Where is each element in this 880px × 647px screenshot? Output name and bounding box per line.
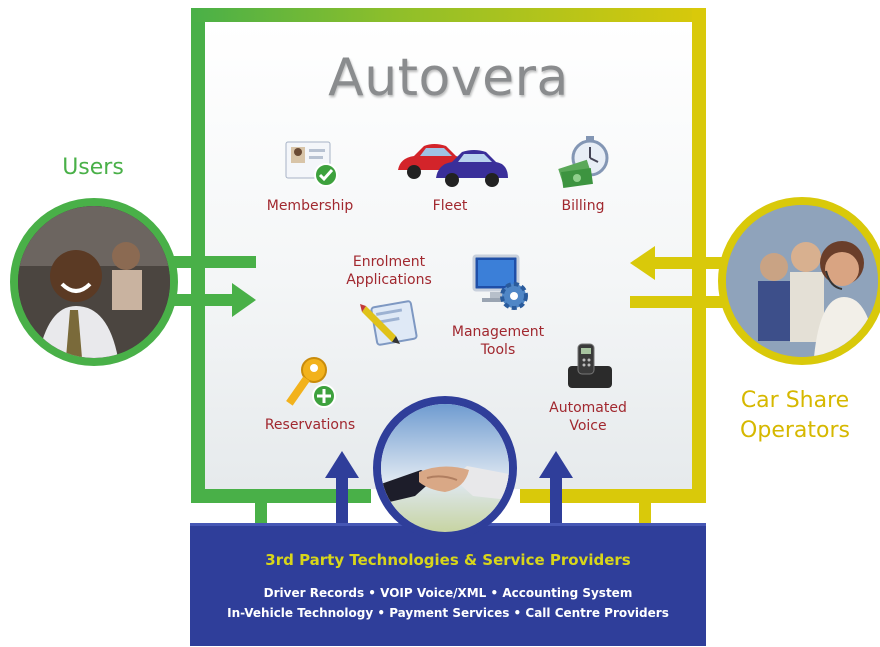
enrolment-pen-icon bbox=[360, 296, 422, 350]
automated-voice-phone-icon bbox=[564, 342, 616, 392]
arrow-blue-up-left bbox=[325, 451, 359, 530]
providers-panel bbox=[190, 523, 706, 646]
fleet-label: Fleet bbox=[432, 198, 468, 214]
page-title: Autovera bbox=[328, 48, 569, 108]
operators-label-line1: Car Share bbox=[740, 388, 850, 413]
membership-label: Membership bbox=[266, 198, 354, 214]
frame-bottom-left-edge bbox=[191, 489, 371, 503]
management-label: Management Tools bbox=[438, 323, 558, 359]
fleet-cars-icon bbox=[394, 136, 512, 190]
providers-line-1: Driver Records • VOIP Voice/XML • Accoun… bbox=[263, 586, 633, 600]
enrolment-label: Enrolment Applications bbox=[330, 253, 448, 289]
management-label-line2: Tools bbox=[480, 342, 516, 358]
automated-label-line1: Automated bbox=[549, 400, 627, 416]
enrolment-label-line2: Applications bbox=[346, 272, 432, 288]
operators-label: Car Share Operators bbox=[720, 386, 870, 446]
handshake-photo bbox=[373, 396, 517, 540]
membership-card-icon bbox=[282, 138, 340, 188]
management-monitor-gear-icon bbox=[470, 252, 532, 314]
reservations-label: Reservations bbox=[264, 417, 356, 433]
operators-photo bbox=[718, 197, 880, 365]
arrow-blue-up-right bbox=[539, 451, 573, 530]
reservations-key-icon bbox=[286, 356, 340, 412]
users-photo bbox=[10, 198, 178, 366]
billing-money-clock-icon bbox=[556, 134, 610, 192]
users-label: Users bbox=[62, 155, 124, 180]
enrolment-label-line1: Enrolment bbox=[352, 254, 426, 270]
providers-title: 3rd Party Technologies & Service Provide… bbox=[265, 551, 631, 569]
operators-label-line2: Operators bbox=[740, 418, 850, 443]
management-label-line1: Management bbox=[451, 324, 545, 340]
frame-bottom-right-edge bbox=[520, 489, 706, 503]
frame-right-edge bbox=[692, 8, 706, 503]
frame-left-edge bbox=[191, 8, 205, 503]
automated-label-line2: Voice bbox=[569, 418, 607, 434]
providers-line-2: In-Vehicle Technology • Payment Services… bbox=[227, 606, 669, 620]
automated-voice-label: Automated Voice bbox=[528, 399, 648, 435]
billing-label: Billing bbox=[561, 198, 605, 214]
frame-top-edge bbox=[191, 8, 706, 22]
